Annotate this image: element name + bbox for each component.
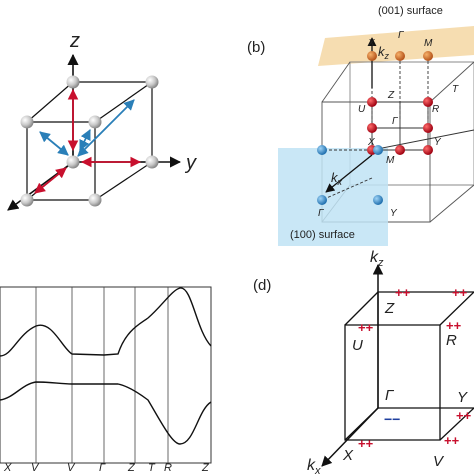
blue-arrows bbox=[39, 99, 135, 157]
bz-top-m: M bbox=[424, 38, 433, 49]
upper-band bbox=[0, 287, 212, 357]
k-label-gamma: Γ bbox=[99, 462, 106, 474]
kz-label-d: kz bbox=[370, 249, 384, 269]
panel-b: (b) (001) surface (100) surface kz kx bbox=[247, 5, 474, 246]
panel-d: (d) kz kx Z U R Γ Y X V ++ ++ ++ bbox=[253, 249, 474, 474]
axis-label-y: y bbox=[184, 152, 197, 174]
kx-axis-d bbox=[321, 407, 379, 467]
point-x: X bbox=[342, 447, 354, 464]
plus-y: ++ bbox=[456, 408, 472, 423]
k-label-v1: V bbox=[31, 462, 40, 474]
point-v: V bbox=[433, 453, 445, 470]
bz-r: R bbox=[432, 104, 439, 115]
red-arrows bbox=[34, 88, 142, 194]
plus-top-right: ++ bbox=[452, 285, 468, 300]
lower-band bbox=[0, 381, 212, 445]
bz-z: Z bbox=[387, 90, 395, 101]
surface-001-plane bbox=[318, 26, 474, 66]
bz-front-y: Y bbox=[390, 208, 398, 219]
hs-points: Z U R Γ Y X V bbox=[342, 300, 468, 470]
parity-plus-marks: ++ ++ ++ ++ ++ ++ ++ bbox=[358, 285, 472, 451]
k-label-t: T bbox=[148, 462, 156, 474]
bz-t: T bbox=[452, 84, 459, 95]
bz-front-gamma: Γ bbox=[318, 208, 325, 219]
bz-x: X bbox=[367, 137, 375, 148]
kx-label: kx bbox=[331, 170, 343, 187]
cube-d bbox=[344, 291, 474, 441]
panel-b-tag: (b) bbox=[247, 39, 265, 56]
panel-c: X V V Γ Z T R Z bbox=[0, 286, 212, 474]
plus-u: ++ bbox=[358, 320, 374, 335]
surface-100-label: (100) surface bbox=[290, 229, 355, 241]
k-label-r: R bbox=[164, 462, 172, 474]
point-z: Z bbox=[384, 300, 395, 317]
plus-x: ++ bbox=[358, 436, 374, 451]
plus-v: ++ bbox=[444, 433, 460, 448]
surface-001-label: (001) surface bbox=[378, 5, 443, 17]
minus-gamma: −− bbox=[384, 411, 400, 427]
bz-top-gamma: Γ bbox=[398, 30, 405, 41]
k-label-z2: Z bbox=[201, 462, 210, 474]
point-y: Y bbox=[457, 389, 468, 406]
k-point-lines bbox=[35, 287, 169, 463]
bz-gamma: Γ bbox=[392, 116, 399, 127]
point-u: U bbox=[352, 337, 363, 354]
atoms-b bbox=[317, 51, 433, 205]
point-gamma: Γ bbox=[385, 387, 395, 404]
bz-m: M bbox=[386, 155, 395, 166]
bz-edges bbox=[371, 101, 474, 151]
surface-100-plane bbox=[278, 148, 388, 246]
plus-r: ++ bbox=[446, 318, 462, 333]
panel-d-tag: (d) bbox=[253, 277, 271, 294]
panel-a: z y bbox=[7, 30, 197, 211]
bz-top-x: X bbox=[367, 38, 375, 49]
atoms-a bbox=[20, 75, 159, 207]
point-r: R bbox=[446, 332, 457, 349]
k-label-z1: Z bbox=[127, 462, 136, 474]
kx-arrow bbox=[325, 154, 373, 193]
axis-label-z: z bbox=[69, 30, 80, 52]
plus-z: ++ bbox=[395, 285, 411, 300]
k-labels: X V V Γ Z T R Z bbox=[3, 462, 210, 474]
kx-label-d: kx bbox=[307, 457, 321, 474]
k-label-v2: V bbox=[67, 462, 76, 474]
bz-y: Y bbox=[434, 137, 442, 148]
bz-u: U bbox=[358, 104, 366, 115]
kz-label: kz bbox=[378, 44, 390, 61]
k-label-x: X bbox=[3, 462, 12, 474]
